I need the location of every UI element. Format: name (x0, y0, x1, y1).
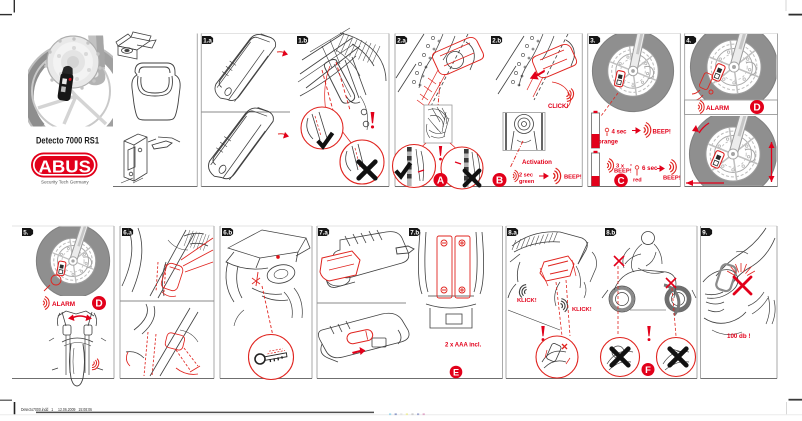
svg-text:BEEP!: BEEP! (564, 175, 582, 181)
svg-text:6.a: 6.a (123, 229, 132, 236)
svg-text:6.b: 6.b (223, 229, 232, 236)
svg-text:4 sec: 4 sec (612, 130, 628, 136)
svg-text:C: C (617, 176, 624, 187)
svg-text:KLICK!: KLICK! (572, 307, 592, 313)
svg-text:E: E (453, 367, 459, 377)
svg-text:ALARM: ALARM (706, 105, 729, 112)
svg-text:Detecto7000.indd 1 12.06: Detecto7000.indd 1 12.06.2009 15:08:06 (21, 407, 92, 412)
svg-text:8.b: 8.b (606, 229, 615, 236)
svg-text:D: D (95, 299, 102, 310)
svg-text:F: F (645, 364, 651, 375)
svg-text:*: * (630, 164, 632, 170)
svg-text:BEEP!: BEEP! (663, 176, 681, 182)
svg-text:100 db !: 100 db ! (727, 333, 750, 340)
svg-text:4.: 4. (686, 37, 691, 44)
svg-text:B: B (496, 176, 503, 187)
svg-text:1.a: 1.a (203, 37, 212, 44)
svg-text:3 x: 3 x (616, 164, 625, 170)
svg-text:1.b: 1.b (298, 37, 307, 44)
svg-text:6 sec: 6 sec (642, 165, 658, 172)
svg-text:orange: orange (598, 140, 619, 146)
svg-text:2 x AAA incl.: 2 x AAA incl. (445, 343, 482, 349)
svg-text:BEEP!: BEEP! (653, 130, 671, 136)
svg-text:D: D (753, 103, 760, 114)
svg-text:7.b: 7.b (410, 229, 419, 236)
svg-text:2.b: 2.b (492, 37, 501, 44)
svg-text:2 sec: 2 sec (519, 173, 533, 179)
svg-text:Activation: Activation (522, 159, 552, 166)
svg-text:8.a: 8.a (508, 229, 517, 236)
svg-text:5.: 5. (23, 229, 28, 236)
svg-text:Security Tech Germany: Security Tech Germany (41, 180, 89, 185)
svg-text:ALARM: ALARM (52, 301, 75, 308)
svg-text:3.: 3. (590, 37, 595, 44)
svg-text:BEEP!: BEEP! (614, 169, 632, 175)
svg-text:CLICK!: CLICK! (548, 104, 568, 110)
svg-text:green: green (519, 179, 535, 185)
svg-text:ABUS: ABUS (39, 156, 92, 176)
svg-text:A: A (437, 176, 445, 187)
svg-text:9.: 9. (702, 229, 707, 236)
svg-text:7.a: 7.a (319, 229, 328, 236)
svg-text:KLICK!: KLICK! (517, 298, 537, 304)
svg-text:Detecto 7000 RS1: Detecto 7000 RS1 (36, 136, 100, 147)
svg-text:2.a: 2.a (397, 37, 406, 44)
svg-text:red: red (633, 178, 642, 184)
